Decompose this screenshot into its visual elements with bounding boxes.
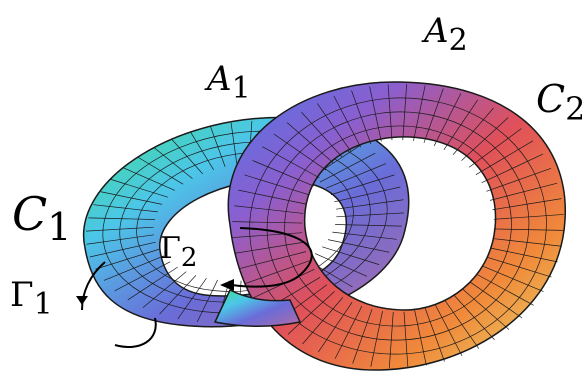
label-c1: C1 [12, 187, 71, 249]
gamma-1-arrowhead [76, 296, 88, 305]
label-gamma-2: Γ2 [160, 231, 197, 273]
label-c2: C2 [536, 77, 582, 128]
label-a1: A1 [204, 59, 251, 106]
label-gamma-1: Γ1 [10, 275, 53, 322]
label-a2: A2 [421, 11, 468, 58]
